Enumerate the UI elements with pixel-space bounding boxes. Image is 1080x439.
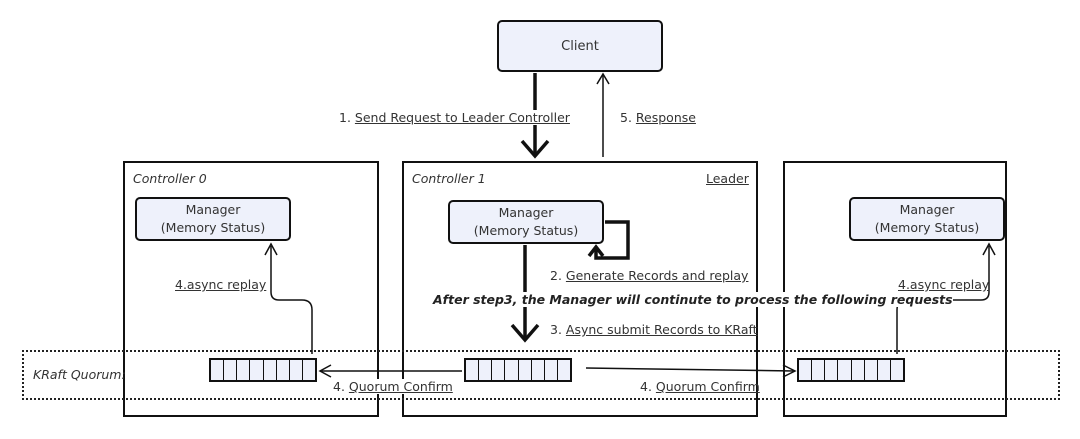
record-cell	[264, 360, 277, 380]
record-cell	[865, 360, 878, 380]
record-cell	[812, 360, 826, 380]
step1-arrowhead	[520, 139, 550, 159]
record-cell	[211, 360, 225, 380]
kraft-quorum-region	[22, 350, 1060, 400]
step4-right-number: 4.	[640, 379, 656, 394]
client-box: Client	[497, 20, 663, 72]
quorum-confirm-right-arrowhead	[782, 364, 797, 378]
record-cell	[545, 360, 558, 380]
manager-title: Manager	[498, 205, 554, 220]
controller-1-title: Controller 1	[412, 171, 486, 186]
manager-subtitle: (Memory Status)	[473, 223, 579, 238]
leader-label: Leader	[706, 171, 749, 186]
step2-number: 2.	[550, 268, 566, 283]
step2-loop	[594, 220, 630, 260]
record-cell	[505, 360, 519, 380]
record-queue-controller-0	[209, 358, 317, 382]
record-cell	[519, 360, 532, 380]
step5-number: 5.	[620, 110, 636, 125]
step5-label: 5. Response	[620, 110, 696, 125]
record-queue-controller-2	[797, 358, 905, 382]
manager-subtitle: (Memory Status)	[160, 220, 266, 235]
step5-text: Response	[635, 110, 696, 125]
record-cell	[479, 360, 493, 380]
manager-box-controller-1: Manager (Memory Status)	[448, 200, 604, 244]
manager-title: Manager	[899, 202, 955, 217]
record-cell	[878, 360, 891, 380]
quorum-confirm-right-label: 4. Quorum Confirm	[640, 379, 760, 394]
async-replay-label-controller-2: 4.async replay	[898, 277, 990, 292]
async-replay-arrowhead-controller-0	[264, 242, 278, 256]
step2-text: Generate Records and replay	[565, 268, 749, 283]
record-cell	[852, 360, 865, 380]
record-cell	[290, 360, 303, 380]
record-cell	[492, 360, 506, 380]
quorum-confirm-left-label: 4. Quorum Confirm	[333, 379, 453, 394]
record-cell	[799, 360, 813, 380]
record-cell	[838, 360, 852, 380]
record-cell	[237, 360, 251, 380]
record-cell	[250, 360, 264, 380]
quorum-confirm-right-arrow	[585, 367, 795, 372]
step2-arrowhead	[587, 244, 605, 258]
step5-arrowhead	[596, 72, 610, 85]
step4-right-text: Quorum Confirm	[655, 379, 760, 394]
controller-0-title: Controller 0	[133, 171, 207, 186]
record-cell	[466, 360, 480, 380]
async-replay-arrowhead-controller-2	[982, 242, 996, 256]
step3-arrowhead	[510, 323, 540, 343]
record-cell	[224, 360, 238, 380]
quorum-confirm-left-arrowhead	[318, 364, 332, 378]
leader-processing-note: After step3, the Manager will continute …	[433, 292, 953, 307]
step1-text: Send Request to Leader Controller	[354, 110, 570, 125]
step3-number: 3.	[550, 322, 566, 337]
step2-label: 2. Generate Records and replay	[550, 268, 748, 283]
record-cell	[277, 360, 290, 380]
step3-label: 3. Async submit Records to KRaft	[550, 322, 758, 337]
async-replay-arrow-controller-0	[270, 246, 313, 354]
record-cell	[825, 360, 839, 380]
kraft-quorum-label: KRaft Quorum:	[33, 367, 126, 382]
async-replay-label-controller-0: 4.async replay	[175, 277, 267, 292]
step4-left-text: Quorum Confirm	[348, 379, 453, 394]
step4-left-number: 4.	[333, 379, 349, 394]
step1-label: 1. Send Request to Leader Controller	[339, 110, 570, 125]
client-label: Client	[561, 38, 599, 54]
manager-subtitle: (Memory Status)	[874, 220, 980, 235]
manager-box-controller-0: Manager (Memory Status)	[135, 197, 291, 241]
step1-number: 1.	[339, 110, 355, 125]
step3-text: Async submit Records to KRaft	[565, 322, 758, 337]
manager-box-controller-2: Manager (Memory Status)	[849, 197, 1005, 241]
record-cell	[532, 360, 545, 380]
manager-title: Manager	[185, 202, 241, 217]
record-queue-controller-1	[464, 358, 572, 382]
